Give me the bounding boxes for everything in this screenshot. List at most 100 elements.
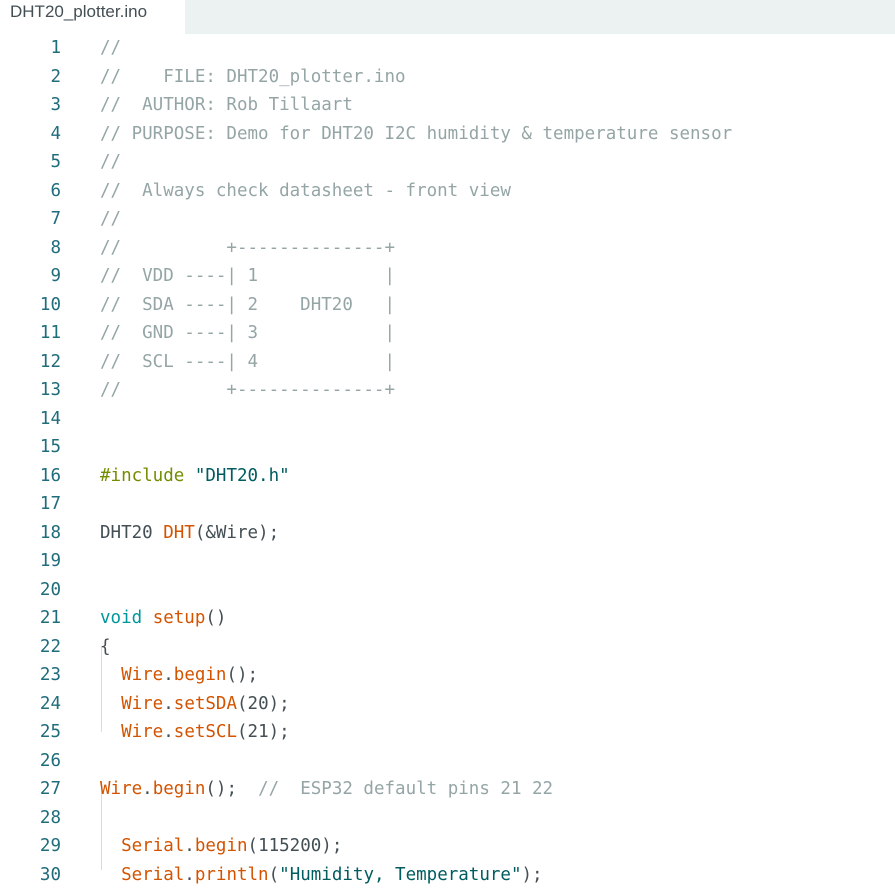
line-number: 19 bbox=[0, 547, 61, 576]
code-token: setSDA bbox=[174, 694, 237, 714]
code-editor[interactable]: 1//2 // FILE: DHT20_plotter.ino 3// AUTHOR… bbox=[0, 34, 895, 870]
line-code: // SCL ----| 4 | bbox=[100, 348, 395, 377]
code-token: begin bbox=[174, 665, 227, 685]
code-line[interactable]: 4 // PURPOSE: Demo for DHT20 I2C humidity… bbox=[0, 120, 895, 149]
code-token: ); bbox=[521, 865, 542, 885]
code-token: (); bbox=[226, 665, 258, 685]
code-line[interactable]: 25 Wire.setSCL(21); bbox=[0, 718, 895, 747]
code-token: Serial bbox=[121, 836, 184, 856]
code-line[interactable]: 3// AUTHOR: Rob Tillaart bbox=[0, 91, 895, 120]
code-line[interactable]: 5// bbox=[0, 148, 895, 177]
code-token: setSCL bbox=[174, 722, 237, 742]
line-number: 17 bbox=[0, 490, 61, 519]
code-line[interactable]: 6 // Always check datasheet - front view bbox=[0, 177, 895, 206]
code-token: DHT20 bbox=[100, 523, 163, 543]
code-token: // GND ----| 3 | bbox=[100, 323, 395, 343]
line-code: #include "DHT20.h" bbox=[100, 462, 290, 491]
line-code: // PURPOSE: Demo for DHT20 I2C humidity … bbox=[100, 120, 732, 149]
file-tab[interactable]: DHT20_plotter.ino bbox=[0, 0, 185, 34]
code-token: Wire bbox=[100, 779, 142, 799]
code-line[interactable]: 26 bbox=[0, 747, 895, 776]
line-number: 2 bbox=[0, 63, 61, 92]
code-line[interactable]: 14 bbox=[0, 405, 895, 434]
code-line[interactable]: 28 bbox=[0, 804, 895, 833]
code-token: (20); bbox=[237, 694, 290, 714]
file-tab-label: DHT20_plotter.ino bbox=[10, 2, 147, 21]
code-token: DHT bbox=[163, 523, 195, 543]
code-token: // +--------------+ bbox=[100, 380, 395, 400]
line-number: 13 bbox=[0, 376, 61, 405]
line-number: 27 bbox=[0, 775, 61, 804]
line-number: 7 bbox=[0, 205, 61, 234]
code-token: Wire bbox=[121, 665, 163, 685]
code-token: begin bbox=[153, 779, 206, 799]
code-token: . bbox=[163, 694, 174, 714]
code-token: . bbox=[184, 865, 195, 885]
code-token: // ESP32 default pins 21 22 bbox=[258, 779, 553, 799]
code-line[interactable]: 16 #include "DHT20.h" bbox=[0, 462, 895, 491]
line-number: 4 bbox=[0, 120, 61, 149]
code-line[interactable]: 19 bbox=[0, 547, 895, 576]
line-number: 28 bbox=[0, 804, 61, 833]
code-line[interactable]: 11// GND ----| 3 | bbox=[0, 319, 895, 348]
code-token: (); bbox=[205, 779, 258, 799]
line-code: // AUTHOR: Rob Tillaart bbox=[100, 91, 353, 120]
line-code: void setup() bbox=[100, 604, 226, 633]
code-token: . bbox=[163, 722, 174, 742]
code-line[interactable]: 9 // VDD ----| 1 | bbox=[0, 262, 895, 291]
code-token: . bbox=[142, 779, 153, 799]
code-line[interactable]: 1// bbox=[0, 34, 895, 63]
line-code: Serial.println("Humidity, Temperature"); bbox=[100, 861, 543, 889]
code-line[interactable]: 15 bbox=[0, 433, 895, 462]
code-token: "DHT20.h" bbox=[195, 466, 290, 486]
code-token: // +--------------+ bbox=[100, 238, 395, 258]
line-code: DHT20 DHT(&Wire); bbox=[100, 519, 279, 548]
code-token bbox=[142, 608, 153, 628]
code-token: // FILE: DHT20_plotter.ino bbox=[100, 67, 406, 87]
line-number: 22 bbox=[0, 633, 61, 662]
code-line[interactable]: 10 // SDA ----| 2 DHT20 | bbox=[0, 291, 895, 320]
line-code: // SDA ----| 2 DHT20 | bbox=[100, 291, 395, 320]
code-line[interactable]: 24 Wire.setSDA(20); bbox=[0, 690, 895, 719]
code-token bbox=[100, 694, 121, 714]
line-number: 10 bbox=[0, 291, 61, 320]
code-line[interactable]: 27 Wire.begin(); // ESP32 default pins 21… bbox=[0, 775, 895, 804]
code-line[interactable]: 30 Serial.println("Humidity, Temperature… bbox=[0, 861, 895, 889]
line-number: 16 bbox=[0, 462, 61, 491]
line-number: 20 bbox=[0, 576, 61, 605]
code-token: // Always check datasheet - front view bbox=[100, 181, 511, 201]
line-code: // VDD ----| 1 | bbox=[100, 262, 395, 291]
line-code: Wire.setSCL(21); bbox=[100, 718, 290, 747]
code-token: // SCL ----| 4 | bbox=[100, 352, 395, 372]
line-code: Wire.begin(); bbox=[100, 661, 258, 690]
line-number: 25 bbox=[0, 718, 61, 747]
code-line[interactable]: 23 Wire.begin(); bbox=[0, 661, 895, 690]
line-number: 29 bbox=[0, 832, 61, 861]
code-line[interactable]: 12// SCL ----| 4 | bbox=[0, 348, 895, 377]
code-token: . bbox=[163, 665, 174, 685]
line-number: 6 bbox=[0, 177, 61, 206]
line-number: 9 bbox=[0, 262, 61, 291]
code-line[interactable]: 2 // FILE: DHT20_plotter.ino bbox=[0, 63, 895, 92]
code-line[interactable]: 13 // +--------------+ bbox=[0, 376, 895, 405]
line-number: 8 bbox=[0, 234, 61, 263]
line-code: // +--------------+ bbox=[100, 376, 395, 405]
code-token: // bbox=[100, 38, 121, 58]
line-code: // bbox=[100, 34, 121, 63]
code-token: Serial bbox=[121, 865, 184, 885]
code-line[interactable]: 29 Serial.begin(115200); bbox=[0, 832, 895, 861]
code-token: { bbox=[100, 637, 111, 657]
line-code: // Always check datasheet - front view bbox=[100, 177, 511, 206]
code-token: ( bbox=[269, 865, 280, 885]
line-number: 30 bbox=[0, 861, 61, 889]
code-token: begin bbox=[195, 836, 248, 856]
code-line[interactable]: 8 // +--------------+ bbox=[0, 234, 895, 263]
code-line[interactable]: 22 { bbox=[0, 633, 895, 662]
line-number: 15 bbox=[0, 433, 61, 462]
code-line[interactable]: 7// bbox=[0, 205, 895, 234]
code-line[interactable]: 17 bbox=[0, 490, 895, 519]
code-line[interactable]: 20 bbox=[0, 576, 895, 605]
line-number: 26 bbox=[0, 747, 61, 776]
